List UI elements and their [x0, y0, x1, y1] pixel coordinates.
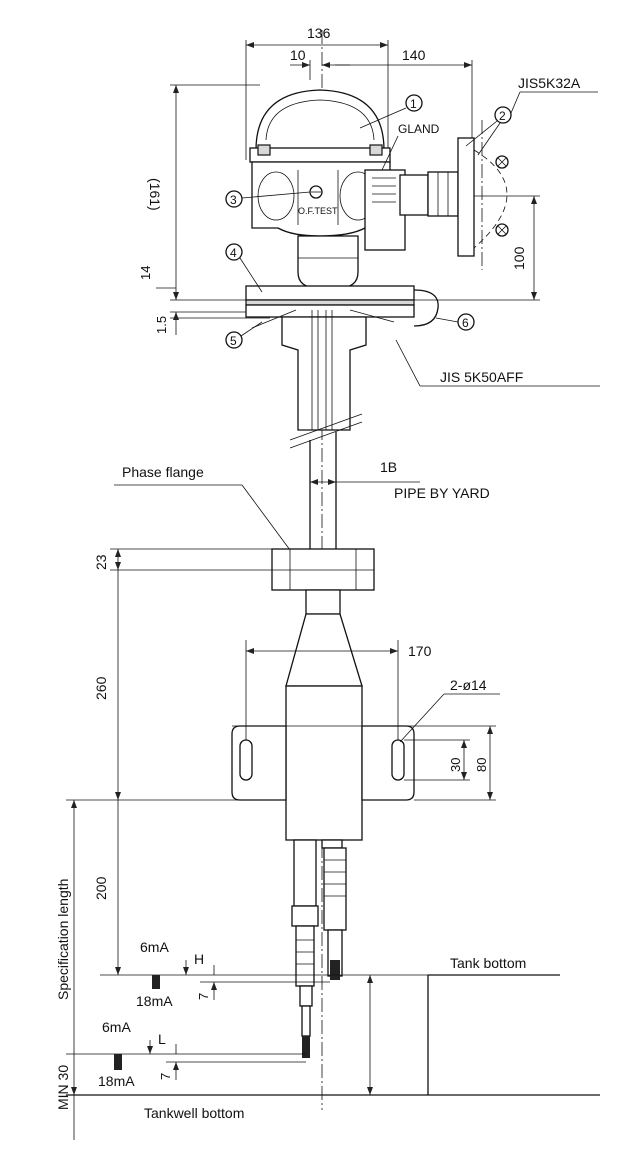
callout-2: [465, 91, 598, 156]
gland-leader: [381, 135, 399, 171]
dim-7-lower: 7: [158, 1073, 173, 1080]
bracket-height-dimensions: [404, 725, 496, 801]
tank-bottom-line: [367, 974, 560, 1095]
callout-5-label: 5: [230, 334, 237, 348]
tankwell-bottom-label: Tankwell bottom: [144, 1105, 244, 1121]
height-161-dimension: [170, 84, 260, 300]
dim-80: 80: [474, 758, 489, 772]
callout-1-label: 1: [410, 97, 417, 111]
mounting-flange: [245, 285, 439, 449]
probe-right: [321, 839, 347, 980]
ma18-upper: 18mA: [136, 993, 173, 1009]
callout-6-label: 6: [462, 316, 469, 330]
height-100-dimension: [405, 195, 540, 301]
dim-10: 10: [290, 47, 306, 63]
top-dimensions: [245, 40, 473, 160]
switch-head: [249, 89, 509, 289]
jis-flange-label: JIS 5K50AFF: [440, 369, 523, 385]
callout-4: [225, 243, 263, 293]
jis-flange-leader: [395, 339, 421, 387]
dim-1-5: 1.5: [154, 316, 169, 334]
dim-200: 200: [93, 876, 109, 900]
phase-flange: [271, 548, 375, 687]
dim-161: (161): [147, 178, 163, 211]
left-dimensions-upper: [110, 548, 272, 800]
dim-140: 140: [402, 47, 426, 63]
phase-flange-label: Phase flange: [122, 464, 204, 480]
dim-23: 23: [93, 554, 109, 570]
dim-170: 170: [408, 643, 432, 659]
dim-100: 100: [511, 246, 527, 270]
jis-top-label: JIS5K32A: [518, 75, 581, 91]
low-level-marker: [100, 1040, 306, 1080]
dim-h: H: [194, 951, 204, 967]
dim-30: 30: [448, 758, 463, 772]
dim-l: L: [158, 1031, 166, 1047]
callout-4-label: 4: [230, 246, 237, 260]
callout-3: [225, 190, 311, 208]
high-level-marker: [152, 960, 330, 1000]
dim-min-30: MIN 30: [55, 1065, 71, 1110]
dim-136: 136: [307, 25, 331, 41]
oftest-label: O.F.TEST: [298, 206, 338, 216]
dim-260: 260: [93, 676, 109, 700]
pipe-by-yard-label: PIPE BY YARD: [394, 485, 490, 501]
ma6-upper: 6mA: [140, 939, 169, 955]
callout-5: [225, 321, 263, 349]
probe-left: [291, 839, 319, 1058]
width-170-dimension: [245, 640, 399, 740]
callout-3-label: 3: [230, 193, 237, 207]
dim-slot: 2-ø14: [450, 677, 487, 693]
pipe-section: [309, 432, 420, 550]
callout-6: [435, 313, 475, 331]
dim-7-upper: 7: [196, 993, 211, 1000]
tankwell-bottom-line: [66, 1053, 600, 1140]
gland-label: GLAND: [398, 122, 440, 136]
float-housing: [285, 685, 363, 841]
callout-1: [359, 94, 423, 129]
ma6-lower: 6mA: [102, 1019, 131, 1035]
dim-14: 14: [138, 266, 153, 280]
callout-2-label: 2: [499, 109, 506, 123]
ma18-lower: 18mA: [98, 1073, 135, 1089]
dim-1b: 1B: [380, 459, 397, 475]
tank-bottom-label: Tank bottom: [450, 955, 526, 971]
spec-length-label: Specification length: [55, 879, 71, 1000]
